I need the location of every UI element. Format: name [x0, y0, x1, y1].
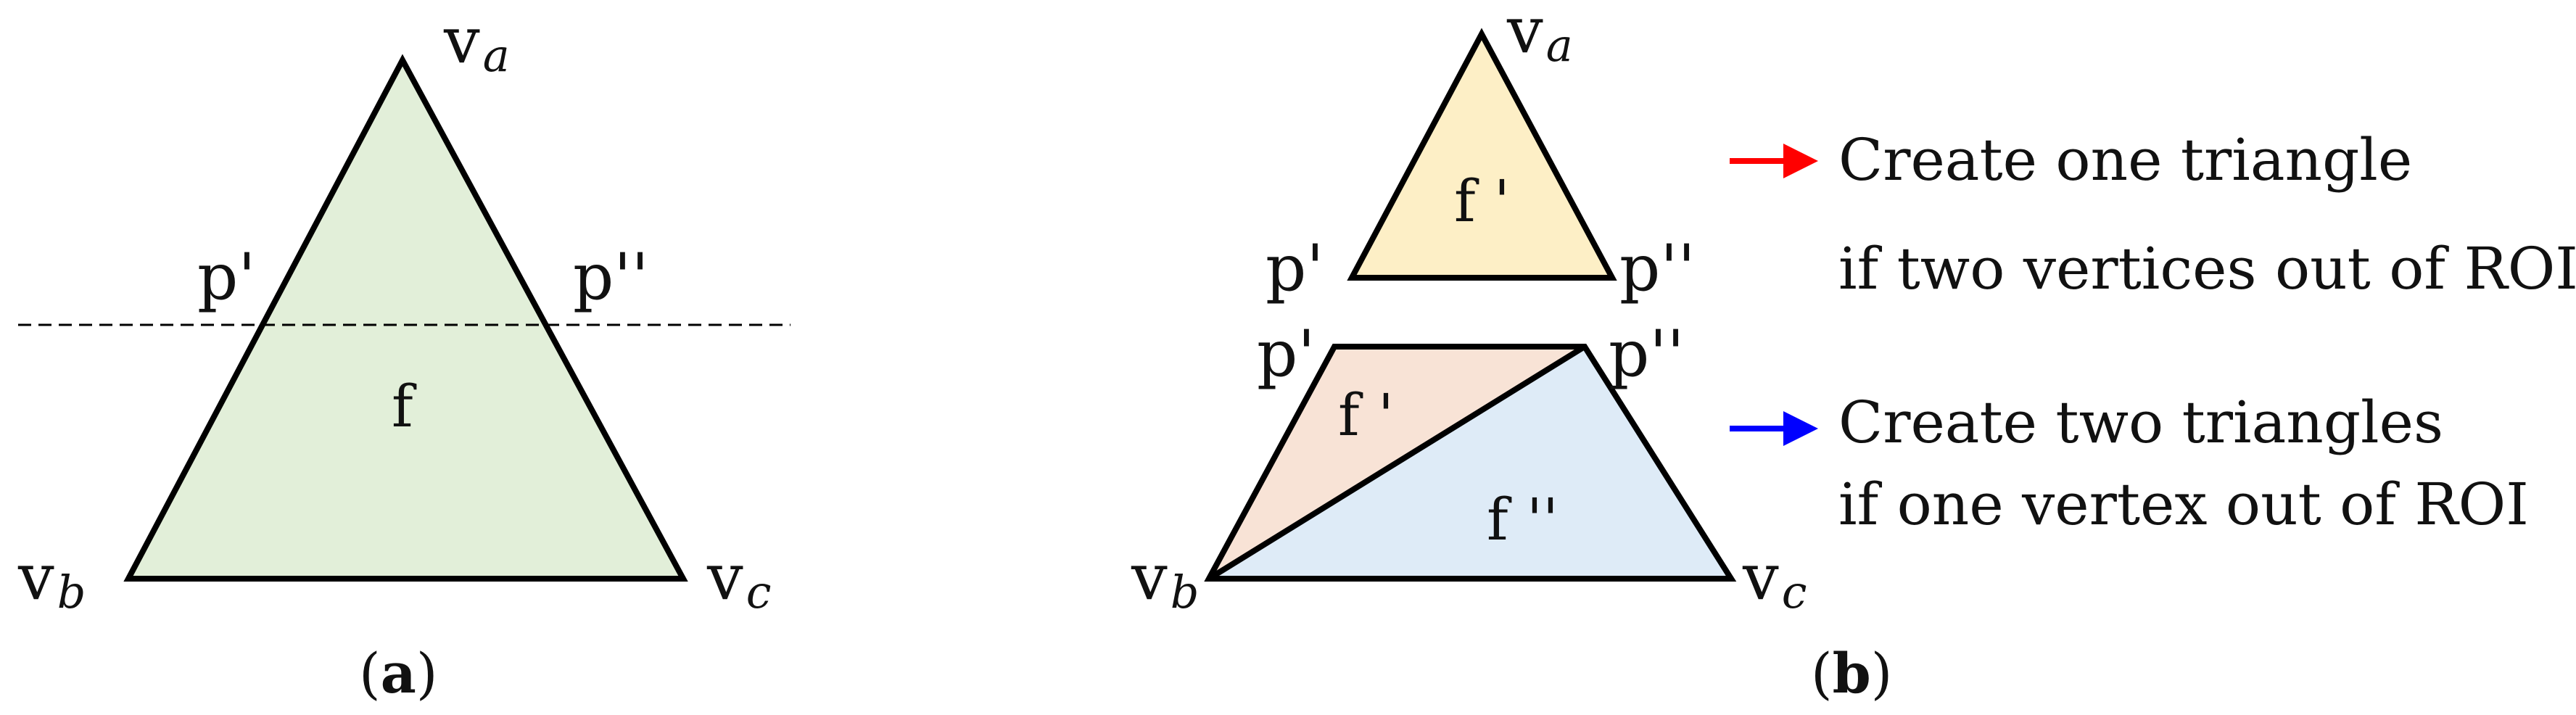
top-face-f-prime-label: f ' — [1454, 168, 1510, 235]
vertex-a-label: va — [443, 3, 510, 82]
bottom-vertex-c-label: vc — [1742, 540, 1807, 619]
bottom-quad-outline — [1204, 344, 1737, 582]
caption-b: (b) — [1811, 641, 1892, 706]
legend-one-triangle-line2: if two vertices out of ROI — [1838, 235, 2576, 302]
bottom-point-p-prime-label: p' — [1257, 316, 1316, 391]
quad-diagonal — [1207, 344, 1587, 582]
top-vertex-a-label: va — [1506, 0, 1573, 72]
legend-two-triangles-line1: Create two triangles — [1838, 389, 2443, 456]
face-f-triangle — [123, 54, 688, 582]
top-point-p-double-prime-label: p'' — [1619, 231, 1696, 305]
bottom-triangle-f-double-prime — [1209, 347, 1731, 579]
vertex-b-label: vb — [17, 540, 86, 619]
bottom-face-f-prime-label: f ' — [1338, 381, 1394, 449]
point-p-prime-label: p' — [197, 239, 256, 314]
legend-one-triangle-line1: Create one triangle — [1838, 126, 2412, 194]
top-triangle-f-prime — [1347, 28, 1617, 281]
bottom-point-p-double-prime-label: p'' — [1609, 316, 1685, 391]
legend-two-triangles-line2: if one vertex out of ROI — [1838, 471, 2529, 538]
face-f-label: f — [392, 373, 417, 440]
bottom-face-f-double-prime-label: f '' — [1487, 486, 1559, 553]
vertex-c-label: vc — [706, 540, 771, 619]
bottom-vertex-b-label: vb — [1131, 540, 1199, 619]
panel-a: va vb vc p' p'' f (a) — [17, 3, 790, 706]
point-p-double-prime-label: p'' — [573, 239, 649, 314]
legend: Create one triangle if two vertices out … — [1730, 126, 2576, 538]
panel-b: va f ' p' p'' p' p'' f ' f '' vb vc (b) — [1131, 0, 1892, 706]
caption-a: (a) — [359, 641, 438, 706]
top-point-p-prime-label: p' — [1266, 231, 1324, 305]
